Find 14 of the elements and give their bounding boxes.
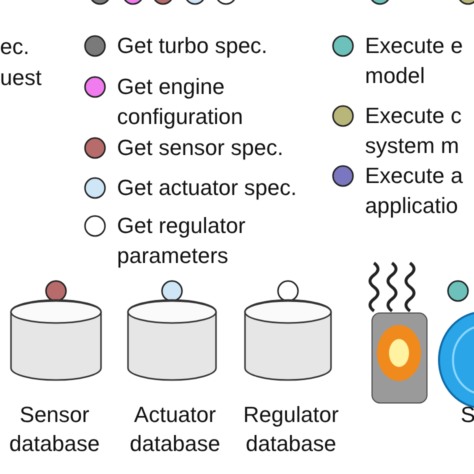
cut-off-text: uest bbox=[0, 64, 42, 92]
node-label: S bbox=[460, 401, 474, 429]
cut-off-text: ec. bbox=[0, 33, 30, 61]
node-label: Regulator database bbox=[242, 401, 340, 458]
legend-text: Execute c system m bbox=[365, 102, 463, 160]
legend-text: Get regulator parameters bbox=[117, 212, 246, 270]
node-label: Sensor database bbox=[8, 401, 101, 458]
legend-text: Execute e model bbox=[365, 32, 464, 90]
legend-text: Get turbo spec. bbox=[117, 32, 268, 60]
legend-text: Get engine configuration bbox=[117, 73, 244, 131]
legend-text: Get sensor spec. bbox=[117, 134, 284, 162]
legend-text: Get actuator spec. bbox=[117, 174, 298, 202]
node-label: Actuator database bbox=[128, 401, 222, 458]
legend-text: Execute a applicatio bbox=[365, 162, 464, 220]
